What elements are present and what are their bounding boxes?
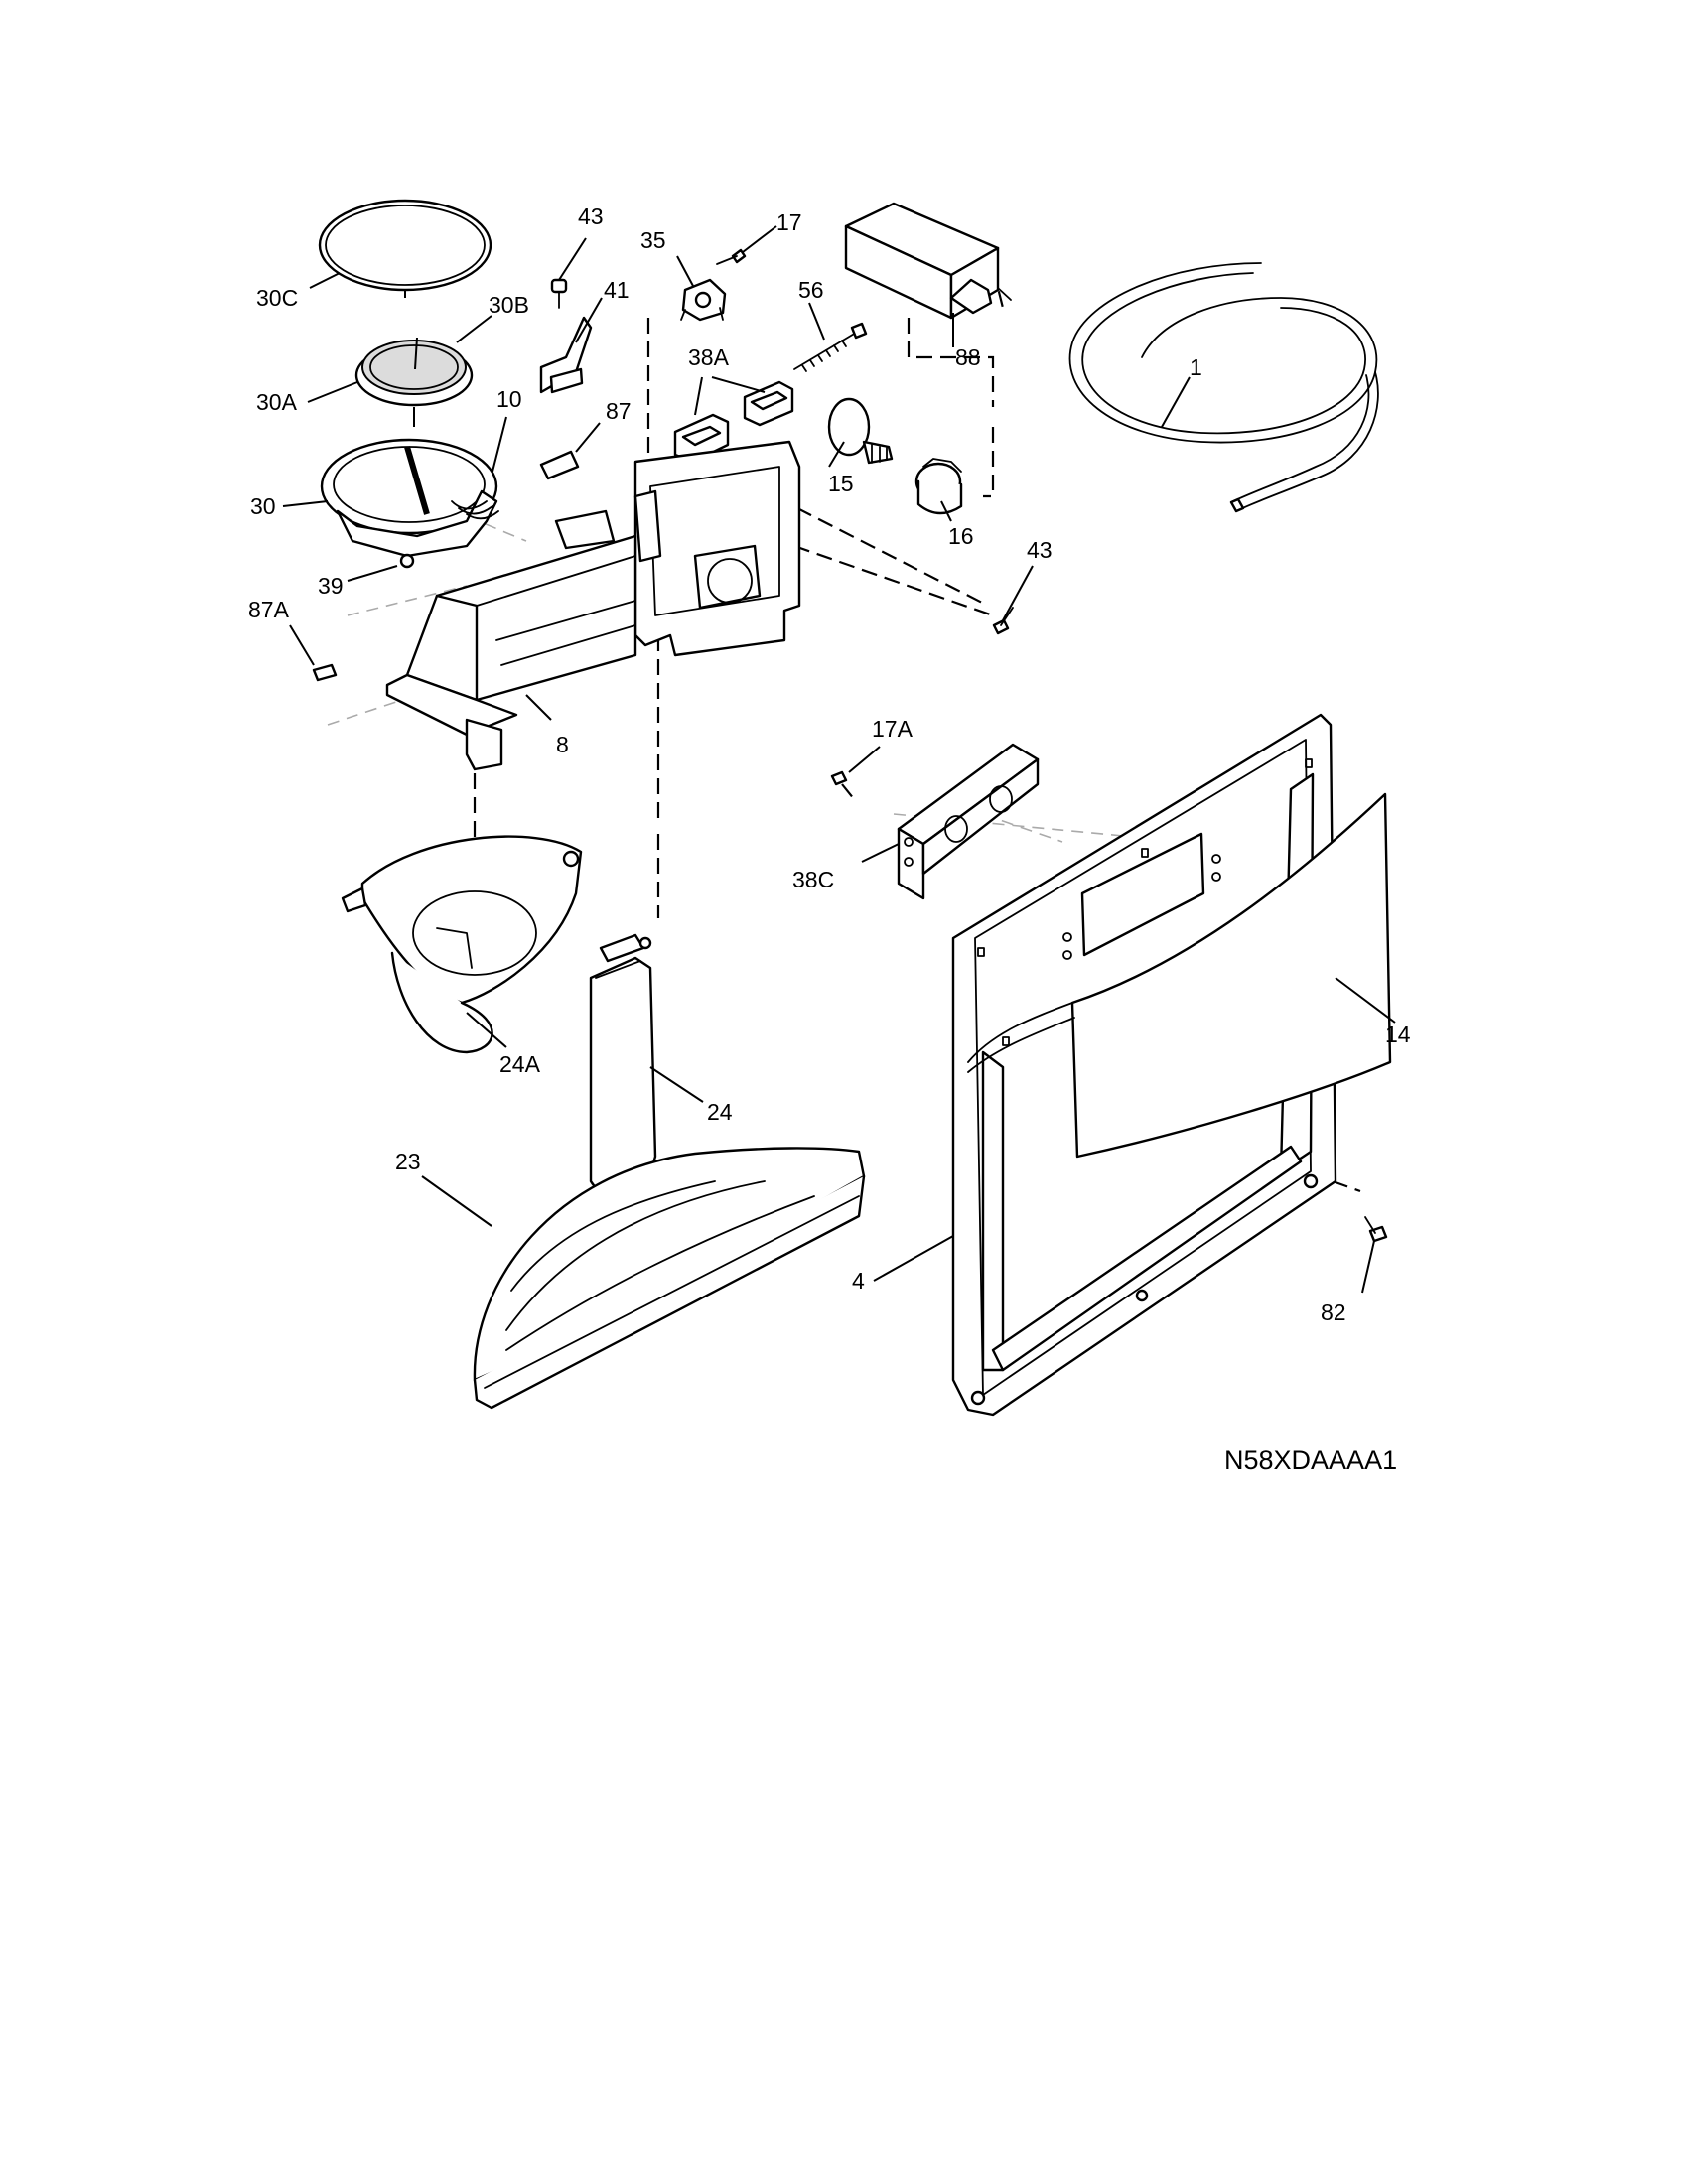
callout-leaders: [282, 225, 1396, 1294]
callout-38c: 38C: [792, 867, 834, 892]
callout-10: 10: [496, 386, 522, 412]
callout-labels: 30C 30B 30A 10 30 39 87A 43 41 87 35 17 …: [248, 204, 1411, 1325]
part-30-chute-door: [320, 438, 499, 569]
callout-23: 23: [395, 1149, 421, 1174]
part-43-lower-screw: [992, 607, 1014, 635]
callout-24: 24: [707, 1099, 733, 1125]
callout-17: 17: [776, 209, 802, 235]
callout-24a: 24A: [499, 1051, 541, 1077]
callout-30a: 30A: [256, 389, 298, 415]
callout-88: 88: [955, 344, 981, 370]
callout-56: 56: [798, 277, 824, 303]
part-14-trim-panel: [967, 792, 1392, 1159]
part-30a-30b-filter-assembly: [354, 337, 474, 427]
part-82-screw: [1364, 1216, 1388, 1243]
part-87a-pad: [312, 663, 338, 682]
callout-87a: 87A: [248, 597, 290, 622]
diagram-code: N58XDAAAA1: [1224, 1445, 1397, 1475]
callout-41: 41: [604, 277, 630, 303]
callout-39: 39: [318, 573, 344, 599]
callout-14: 14: [1385, 1022, 1411, 1047]
part-17a-screw: [830, 770, 848, 786]
callout-15: 15: [828, 471, 854, 496]
callout-4: 4: [852, 1268, 865, 1294]
callout-82: 82: [1321, 1299, 1346, 1325]
callout-35: 35: [640, 227, 666, 253]
part-24a-ice-chute: [341, 835, 583, 1054]
callout-30c: 30C: [256, 285, 298, 311]
part-30c-gasket-ring: [318, 199, 492, 298]
callout-43-top: 43: [578, 204, 604, 229]
callout-16: 16: [948, 523, 974, 549]
part-17-56-screws: [716, 248, 868, 372]
callout-38a: 38A: [688, 344, 730, 370]
callout-17a: 17A: [872, 716, 914, 742]
part-35-switch: [680, 278, 727, 322]
part-8-dispenser-housing: [385, 440, 801, 771]
part-38a-switches: [673, 380, 794, 464]
part-38c-bracket: [897, 743, 1040, 900]
part-43-41-87-hardware: [539, 278, 593, 480]
part-15-light-bulb: [827, 397, 894, 465]
part-16-bulb-socket: [914, 458, 963, 515]
part-1-water-tubing: [1068, 262, 1379, 513]
part-24-lever-paddle: [589, 933, 657, 1196]
callout-43-lower: 43: [1027, 537, 1053, 563]
callout-30b: 30B: [489, 292, 529, 318]
part-88-control-box: [844, 202, 1012, 320]
callout-1: 1: [1190, 354, 1202, 380]
part-23-drip-tray: [473, 1147, 866, 1410]
callout-8: 8: [556, 732, 569, 757]
callout-87: 87: [606, 398, 632, 424]
callout-30: 30: [250, 493, 276, 519]
